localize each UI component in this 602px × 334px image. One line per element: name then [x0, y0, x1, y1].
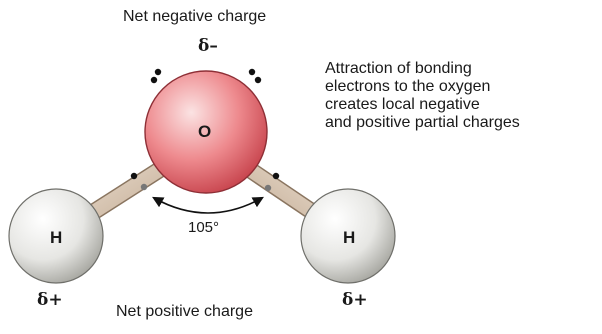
- bonding-electron: [140, 183, 148, 191]
- bonding-electron: [130, 172, 138, 180]
- bonding-electron: [272, 172, 280, 180]
- lone-pair-electron: [150, 76, 158, 84]
- hydrogen-label-right: H: [343, 228, 356, 247]
- hydrogen-atom-right: [300, 188, 396, 284]
- annotation-line: electrons to the oxygen: [325, 78, 491, 95]
- lone-pair-electron: [248, 68, 256, 76]
- annotation-text: Attraction of bonding electrons to the o…: [325, 60, 520, 132]
- annotation-line: creates local negative: [325, 96, 480, 113]
- oxygen-label: O: [198, 122, 212, 141]
- lone-pair-electron: [254, 76, 262, 84]
- annotation-line: Attraction of bonding: [325, 60, 472, 77]
- bond-angle-arrow: [152, 196, 264, 214]
- net-negative-charge-label: Net negative charge: [123, 8, 267, 25]
- partial-positive-charge-label-left: δ+: [37, 290, 63, 310]
- partial-positive-charge-label-right: δ+: [342, 290, 368, 310]
- bond-angle-label: 105°: [188, 219, 220, 236]
- oxygen-atom: [144, 70, 268, 194]
- partial-negative-charge-label: δ–: [198, 36, 218, 56]
- hydrogen-label-left: H: [50, 228, 63, 247]
- bonding-electron: [264, 184, 272, 192]
- net-positive-charge-label: Net positive charge: [116, 303, 253, 320]
- annotation-line: and positive partial charges: [325, 114, 520, 131]
- lone-pair-electron: [154, 68, 162, 76]
- hydrogen-atom-left: [8, 188, 104, 284]
